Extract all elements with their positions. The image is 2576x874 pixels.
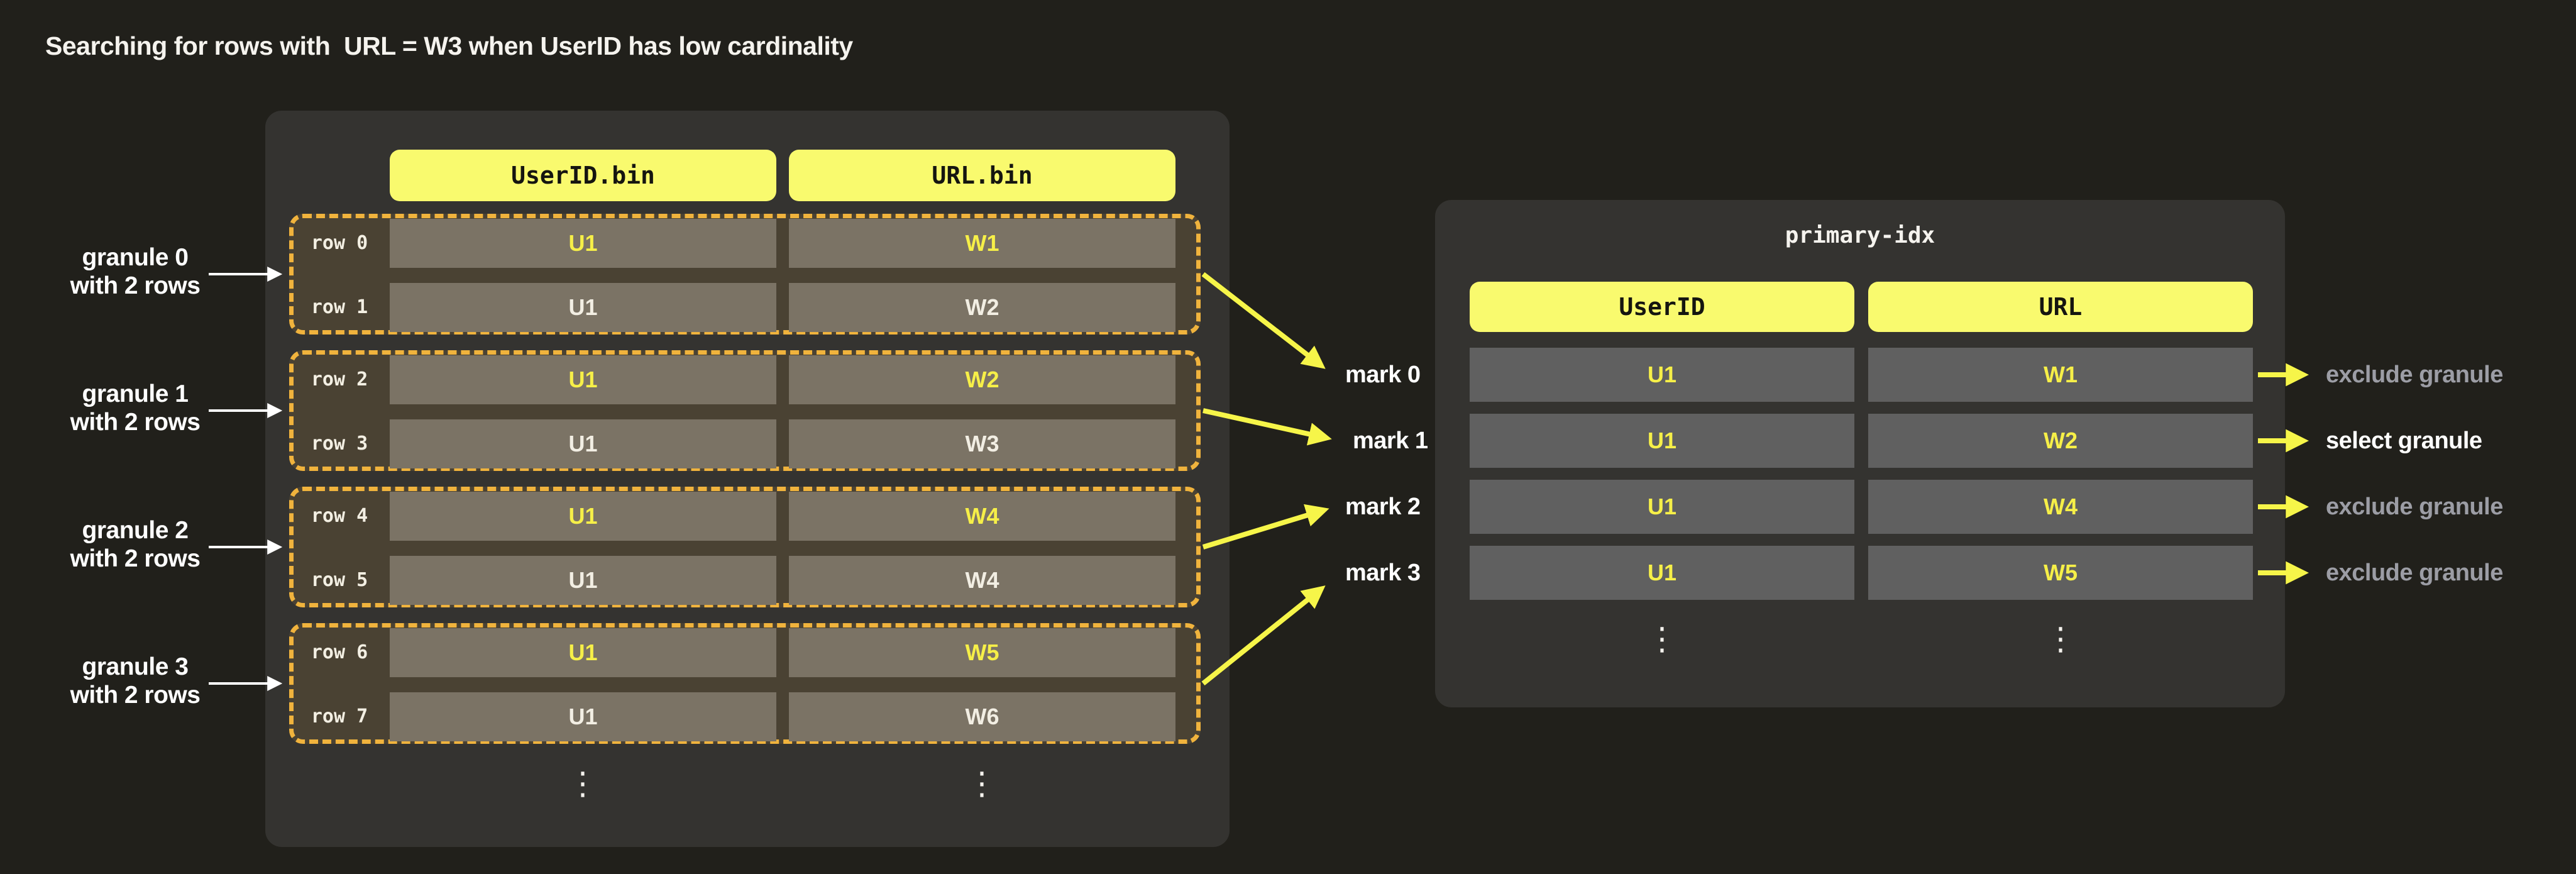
granule-0-label: granule 0 with 2 rows: [53, 243, 217, 300]
url-column-ellipsis: ⋮: [966, 765, 998, 802]
decision-exclude-granule-3: exclude granule: [2326, 560, 2503, 586]
row-label: row 4: [311, 505, 368, 527]
granule-1-label: granule 1 with 2 rows: [53, 380, 217, 436]
userid-cell: U1: [390, 492, 776, 541]
index-userid-ellipsis: ⋮: [1646, 621, 1678, 657]
granule-0-name: granule 0: [82, 244, 189, 271]
userid-cell: U1: [390, 692, 776, 741]
granule-2-label: granule 2 with 2 rows: [53, 516, 217, 573]
url-cell: W4: [789, 492, 1175, 541]
userid-cell: U1: [390, 628, 776, 677]
granule-3-label: granule 3 with 2 rows: [53, 653, 217, 709]
column-header-userid-bin: UserID.bin: [390, 150, 776, 201]
decision-select-granule-1: select granule: [2326, 428, 2482, 454]
index-userid-cell: U1: [1470, 480, 1854, 534]
userid-column-ellipsis: ⋮: [567, 765, 598, 802]
index-userid-cell: U1: [1470, 348, 1854, 402]
url-cell: W2: [789, 283, 1175, 332]
url-cell: W2: [789, 355, 1175, 404]
row-label: row 1: [311, 296, 368, 318]
column-header-url-bin: URL.bin: [789, 150, 1175, 201]
mark-3-label: mark 3: [1345, 560, 1421, 586]
url-cell: W1: [789, 219, 1175, 268]
userid-cell: U1: [390, 219, 776, 268]
index-userid-cell: U1: [1470, 414, 1854, 468]
url-cell: W6: [789, 692, 1175, 741]
index-url-cell: W4: [1868, 480, 2253, 534]
index-url-cell: W2: [1868, 414, 2253, 468]
row-label: row 6: [311, 641, 368, 663]
decision-exclude-granule-0: exclude granule: [2326, 362, 2503, 388]
userid-cell: U1: [390, 556, 776, 605]
mark-0-label: mark 0: [1345, 362, 1421, 388]
index-url-ellipsis: ⋮: [2045, 621, 2076, 657]
mark-1-label: mark 1: [1353, 428, 1428, 454]
granule-3-subtitle: with 2 rows: [70, 682, 201, 709]
row-label: row 7: [311, 705, 368, 727]
granule-2-subtitle: with 2 rows: [70, 545, 201, 572]
userid-cell: U1: [390, 283, 776, 332]
decision-exclude-granule-2: exclude granule: [2326, 494, 2503, 520]
url-cell: W3: [789, 419, 1175, 468]
primary-index-title: primary-idx: [1785, 223, 1935, 248]
mark-2-label: mark 2: [1345, 494, 1421, 520]
userid-cell: U1: [390, 419, 776, 468]
row-label: row 2: [311, 368, 368, 390]
row-label: row 0: [311, 232, 368, 254]
row-label: row 3: [311, 433, 368, 455]
granule-2-name: granule 2: [82, 517, 189, 544]
granule-1-name: granule 1: [82, 380, 189, 407]
page-title: Searching for rows with URL = W3 when Us…: [45, 31, 853, 60]
granule-1-subtitle: with 2 rows: [70, 409, 201, 436]
row-label: row 5: [311, 569, 368, 591]
url-cell: W4: [789, 556, 1175, 605]
userid-cell: U1: [390, 355, 776, 404]
index-userid-cell: U1: [1470, 546, 1854, 600]
index-url-cell: W5: [1868, 546, 2253, 600]
index-url-cell: W1: [1868, 348, 2253, 402]
column-header-url: URL: [1868, 282, 2253, 332]
column-header-userid: UserID: [1470, 282, 1854, 332]
granule-3-name: granule 3: [82, 653, 189, 680]
url-cell: W5: [789, 628, 1175, 677]
granule-0-subtitle: with 2 rows: [70, 272, 201, 299]
